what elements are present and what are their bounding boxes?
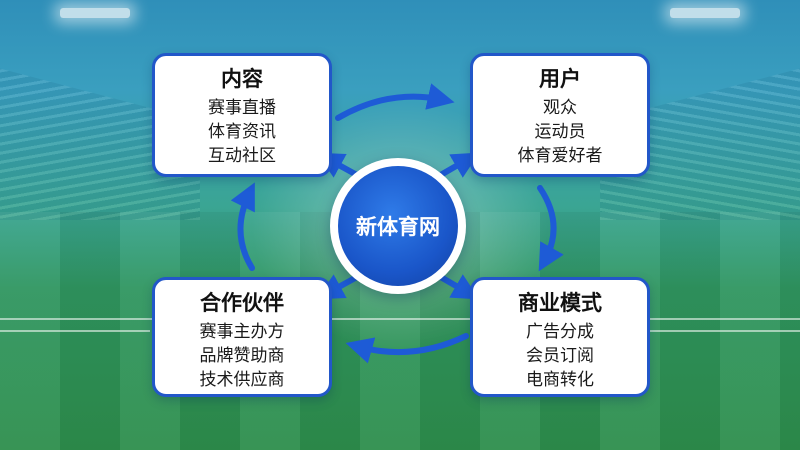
arrow-business-to-partners (345, 333, 469, 364)
card-title: 用户 (539, 67, 581, 91)
card-item: 互动社区 (208, 146, 276, 166)
field-line (0, 318, 800, 320)
card-item: 赛事直播 (208, 98, 276, 118)
arrow-partners-to-content (230, 182, 255, 271)
stadium-light (60, 8, 130, 18)
card-item: 技术供应商 (199, 370, 285, 390)
card-title: 内容 (221, 67, 263, 91)
card-title: 商业模式 (518, 291, 602, 315)
card-content: 内容 赛事直播 体育资讯 互动社区 (152, 53, 332, 177)
center-hub-label: 新体育网 (356, 215, 440, 239)
field-line (0, 330, 150, 332)
center-hub-circle: 新体育网 (338, 166, 458, 286)
center-hub: 新体育网 (330, 158, 466, 294)
card-item: 观众 (543, 98, 577, 118)
card-item: 体育爱好者 (517, 146, 603, 166)
card-item: 会员订阅 (526, 346, 594, 366)
card-title: 合作伙伴 (200, 291, 284, 315)
card-users: 用户 观众 运动员 体育爱好者 (470, 53, 650, 177)
card-item: 电商转化 (526, 370, 594, 390)
card-item: 体育资讯 (208, 122, 276, 142)
card-item: 赛事主办方 (199, 322, 285, 342)
card-item: 广告分成 (526, 322, 594, 342)
arrow-content-to-users (335, 83, 455, 121)
card-business: 商业模式 广告分成 会员订阅 电商转化 (470, 277, 650, 397)
card-partners: 合作伙伴 赛事主办方 品牌赞助商 技术供应商 (152, 277, 332, 397)
card-item: 运动员 (534, 122, 586, 142)
field-line (650, 330, 800, 332)
stadium-light (670, 8, 740, 18)
card-item: 品牌赞助商 (199, 346, 285, 366)
arrow-users-to-business (537, 185, 564, 272)
